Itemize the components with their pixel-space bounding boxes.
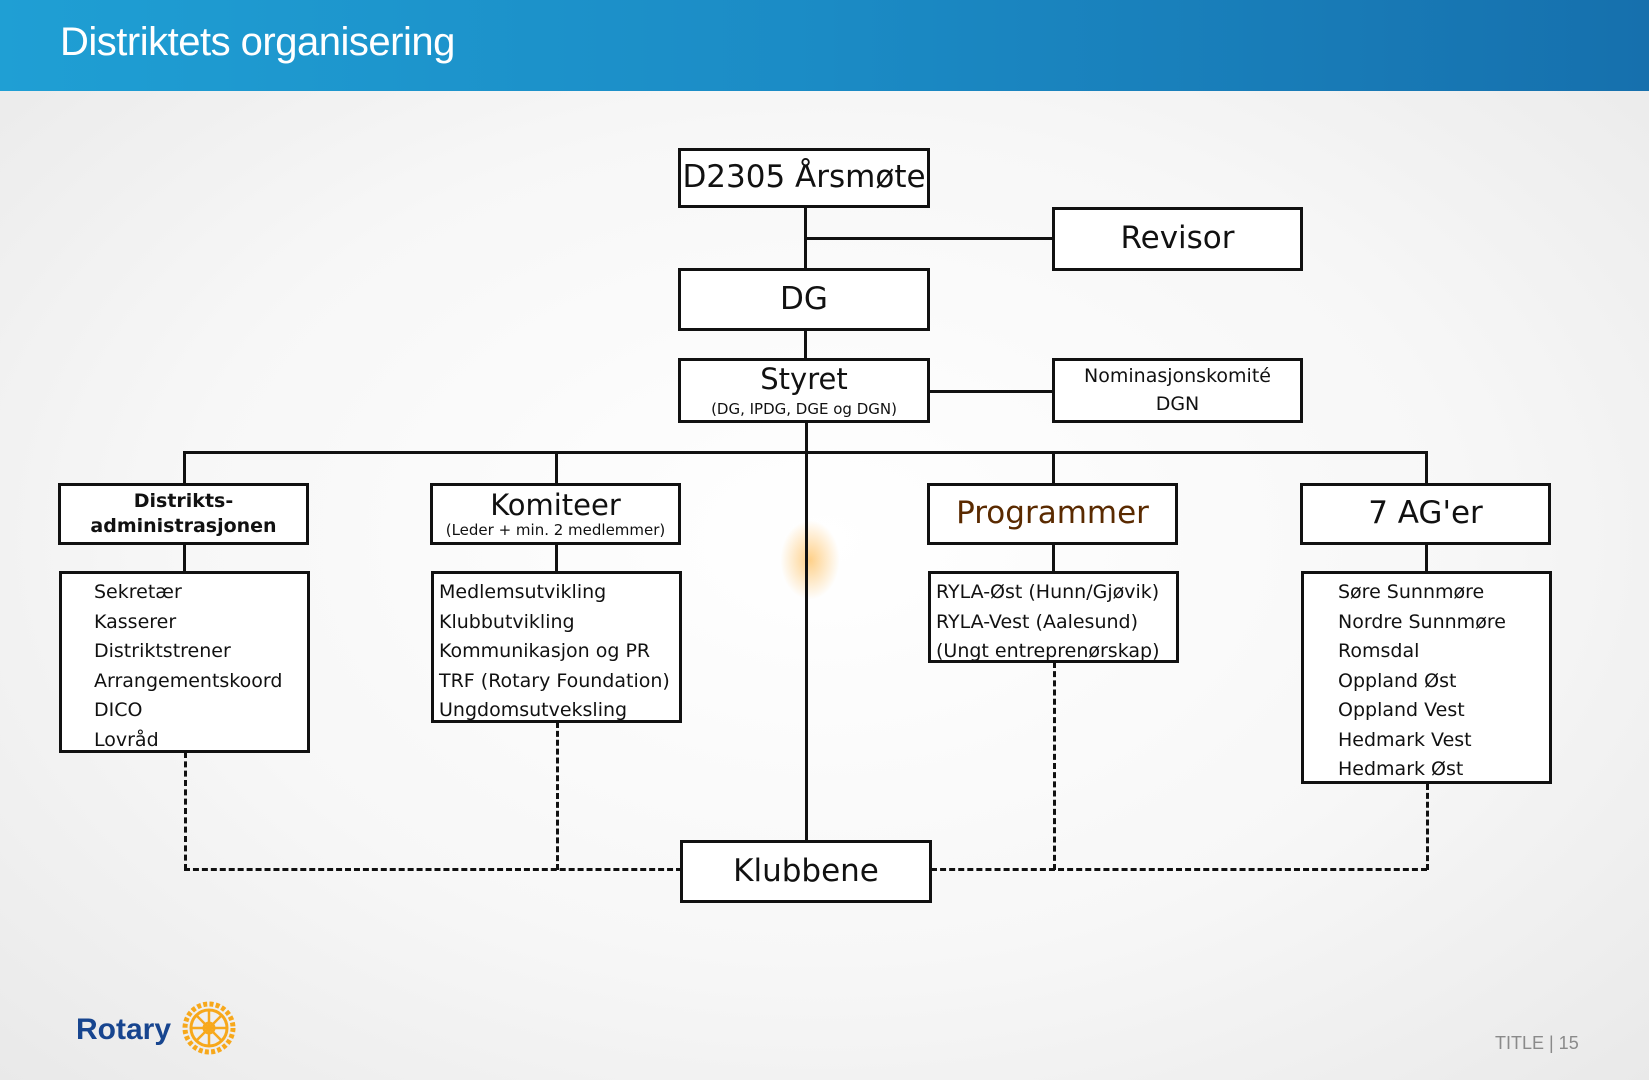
list-item: RYLA-Vest (Aalesund) — [936, 610, 1139, 633]
ager-box: 7 AG'er — [1300, 483, 1551, 545]
slide-footer: TITLE | 15 — [1495, 1033, 1579, 1053]
klubbene-box: Klubbene — [680, 840, 932, 903]
dg-box: DG — [678, 268, 930, 331]
dashed-komiteer-down — [556, 722, 559, 870]
dashed-left — [184, 868, 682, 871]
nominasjon-line2: DGN — [1155, 392, 1200, 415]
list-item: Kasserer — [94, 610, 177, 633]
komiteer-sub: (Leder + min. 2 medlemmer) — [445, 521, 666, 540]
connector-programmer — [1052, 451, 1055, 485]
dashed-distrikts-down — [184, 752, 187, 870]
rotary-wheel-icon — [179, 998, 239, 1062]
klubbene-label: Klubbene — [733, 852, 879, 889]
list-item: Arrangementskoord — [94, 669, 283, 692]
rotary-logo-text: Rotary — [76, 1013, 172, 1046]
list-item: Sekretær — [94, 581, 182, 603]
list-item: TRF (Rotary Foundation) — [439, 669, 670, 692]
programmer-label: Programmer — [956, 495, 1149, 532]
list-item: DICO — [94, 699, 143, 721]
connector-programmer-list — [1052, 543, 1055, 573]
list-item: Klubbutvikling — [439, 610, 575, 633]
connector-ager-list — [1425, 543, 1428, 573]
komiteer-box: Komiteer (Leder + min. 2 medlemmer) — [430, 483, 681, 545]
ager-list: Søre Sunnmøre Nordre Sunnmøre Romsdal Op… — [1301, 571, 1552, 784]
connector-branch — [183, 451, 1428, 454]
connector-revisor — [804, 237, 1054, 240]
list-item: Nordre Sunnmøre — [1338, 610, 1506, 633]
list-item: Hedmark Vest — [1338, 728, 1472, 751]
distrikts-box: Distrikts- administrasjonen — [58, 483, 309, 545]
connector-komiteer-list — [555, 543, 558, 573]
list-item: (Ungt entreprenørskap) — [936, 640, 1160, 662]
revisor-box: Revisor — [1052, 207, 1303, 271]
projector-glare — [780, 520, 840, 600]
komiteer-list: Medlemsutvikling Klubbutvikling Kommunik… — [431, 571, 682, 723]
programmer-box: Programmer — [927, 483, 1178, 545]
connector-komiteer — [555, 451, 558, 485]
list-item: Lovråd — [94, 728, 159, 751]
nominasjon-box: Nominasjonskomité DGN — [1052, 358, 1303, 423]
list-item: Romsdal — [1338, 640, 1420, 662]
list-item: Kommunikasjon og PR — [439, 640, 651, 662]
connector-distrikts-list — [183, 543, 186, 573]
revisor-label: Revisor — [1120, 220, 1235, 257]
styret-box: Styret (DG, IPDG, DGE og DGN) — [678, 358, 930, 423]
list-item: Distriktstrener — [94, 640, 231, 662]
connector-nominasjon — [928, 390, 1054, 393]
dashed-ager-down — [1426, 784, 1429, 870]
nominasjon-line1: Nominasjonskomité — [1084, 364, 1271, 387]
connector-dg-styret — [804, 330, 807, 360]
page-title: Distriktets organisering — [60, 20, 455, 64]
dashed-programmer-down — [1053, 662, 1056, 870]
list-item: RYLA-Øst (Hunn/Gjøvik) — [936, 581, 1160, 603]
rotary-logo: Rotary — [76, 1000, 239, 1060]
styret-sub: (DG, IPDG, DGE og DGN) — [711, 399, 897, 418]
connector-distrikts — [183, 451, 186, 485]
arsmote-box: D2305 Årsmøte — [678, 148, 930, 208]
ager-label: 7 AG'er — [1368, 495, 1483, 532]
distrikts-line1: Distrikts- — [133, 489, 234, 512]
dashed-right — [931, 868, 1427, 871]
komiteer-title: Komiteer — [490, 487, 621, 522]
distrikts-list: Sekretær Kasserer Distriktstrener Arrang… — [59, 571, 310, 753]
distrikts-line2: administrasjonen — [90, 514, 277, 537]
connector-trunk — [805, 421, 808, 842]
arsmote-label: D2305 Årsmøte — [682, 159, 926, 196]
list-item: Hedmark Øst — [1338, 758, 1464, 780]
list-item: Ungdomsutveksling — [439, 699, 628, 721]
header-bar: Distriktets organisering — [0, 0, 1649, 91]
list-item: Oppland Øst — [1338, 669, 1457, 692]
styret-title: Styret — [760, 362, 848, 397]
list-item: Medlemsutvikling — [439, 581, 607, 603]
dg-label: DG — [780, 280, 828, 317]
connector-ager — [1425, 451, 1428, 485]
programmer-list: RYLA-Øst (Hunn/Gjøvik) RYLA-Vest (Aalesu… — [928, 571, 1179, 663]
list-item: Søre Sunnmøre — [1338, 581, 1485, 603]
list-item: Oppland Vest — [1338, 699, 1465, 721]
